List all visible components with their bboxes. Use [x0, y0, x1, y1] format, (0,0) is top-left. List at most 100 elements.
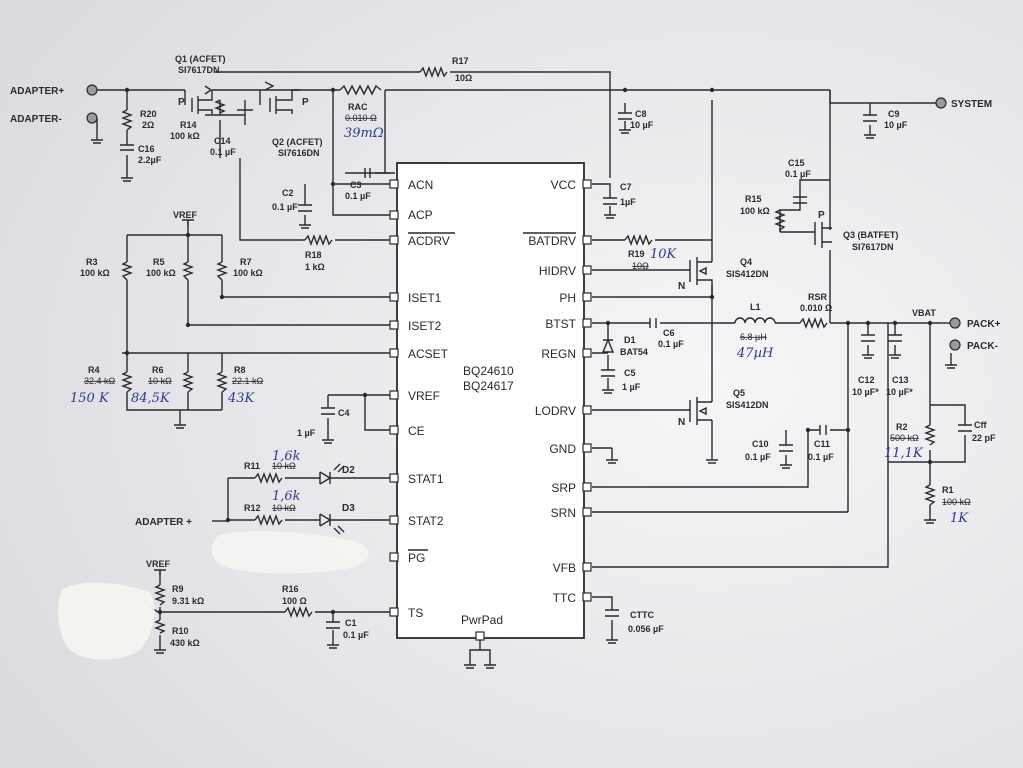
r12-old-value: 10 kΩ [272, 503, 296, 513]
pin-acdrv: ACDRV [408, 234, 450, 248]
c7-value: 1µF [620, 197, 636, 207]
label-adapter-minus: ADAPTER- [10, 114, 62, 125]
r1-name: R1 [942, 485, 954, 495]
pin-acn: ACN [408, 178, 433, 192]
pin-ce: CE [408, 424, 425, 438]
c10-value: 0.1 µF [745, 452, 771, 462]
c1-value: 0.1 µF [343, 630, 369, 640]
pin-iset2: ISET2 [408, 319, 442, 333]
c14-name: C14 [214, 136, 231, 146]
chip-name-1: BQ24610 [463, 364, 514, 378]
pin-vfb: VFB [553, 561, 576, 575]
q1-part: SI7617DN [178, 65, 220, 75]
r8-name: R8 [234, 365, 246, 375]
r2-name: R2 [896, 422, 908, 432]
q3-part: SI7617DN [852, 242, 894, 252]
c13-name: C13 [892, 375, 909, 385]
label-pack-plus: PACK+ [967, 319, 1001, 330]
cttc-value: 0.056 µF [628, 624, 664, 634]
r14-name: R14 [180, 120, 197, 130]
label-adapter-plus-2: ADAPTER + [135, 517, 192, 528]
d3-name: D3 [342, 503, 355, 514]
pin-regn: REGN [541, 347, 576, 361]
rsr-value: 0.010 Ω [800, 303, 832, 313]
r1-old-value: 100 kΩ [942, 497, 971, 507]
c10-name: C10 [752, 439, 769, 449]
d2-name: D2 [342, 465, 355, 476]
label-pack-minus: PACK- [967, 341, 998, 352]
r19-old-value: 10Ω [632, 261, 649, 271]
r3-value: 100 kΩ [80, 268, 110, 278]
label-vbat: VBAT [912, 308, 936, 318]
q4-name: Q4 [740, 257, 752, 267]
resistor-symbols [121, 66, 936, 634]
q2-part: SI7616DN [278, 148, 320, 158]
c12-name: C12 [858, 375, 875, 385]
terminal-pack-minus [949, 339, 961, 351]
right-pin-boxes [582, 179, 592, 602]
rac-hand-value: 39mΩ [344, 126, 384, 141]
junction-dots [124, 87, 933, 615]
c14-value: 0.1 µF [210, 147, 236, 157]
capacitor-symbols [120, 109, 972, 629]
r4-old-value: 32.4 kΩ [84, 376, 116, 386]
rac-name: RAC [348, 102, 368, 112]
r8-old-value: 22.1 kΩ [232, 376, 264, 386]
c16-value: 2.2µF [138, 155, 162, 165]
r20-name: R20 [140, 109, 157, 119]
r11-hand-value: 1,6k [272, 449, 301, 464]
pin-vcc: VCC [551, 178, 577, 192]
mosfet-q5 [689, 385, 713, 425]
pin-ph: PH [559, 291, 576, 305]
r11-name: R11 [244, 461, 260, 471]
label-vref-1: VREF [173, 210, 198, 220]
l1-name: L1 [750, 302, 761, 312]
c2-name: C2 [282, 188, 294, 198]
mosfet-q1 [184, 85, 230, 114]
correction-tape-patch-2 [58, 582, 155, 660]
pin-ttc: TTC [553, 591, 577, 605]
r20-value: 2Ω [142, 120, 154, 130]
left-pin-boxes [389, 179, 399, 617]
pin-srp: SRP [551, 481, 576, 495]
chip-name-2: BQ24617 [463, 379, 514, 393]
r17-name: R17 [452, 56, 469, 66]
r5-value: 100 kΩ [146, 268, 176, 278]
c2-value: 0.1 µF [272, 202, 298, 212]
r4-name: R4 [88, 365, 100, 375]
l1-hand-value: 47µH [736, 346, 774, 361]
rac-old-value: 0.010 Ω [345, 113, 377, 123]
q2-type: P [302, 97, 309, 108]
pin-pg: PG [408, 551, 425, 565]
r9-name: R9 [172, 584, 184, 594]
pin-hidrv: HIDRV [539, 264, 576, 278]
r6-name: R6 [152, 365, 164, 375]
terminal-pack-plus [949, 317, 961, 329]
pin-acp: ACP [408, 208, 433, 222]
q5-type: N [678, 417, 685, 428]
correction-tape-patch-1 [211, 531, 369, 574]
c1-name: C1 [345, 618, 357, 628]
inductor-l1 [734, 317, 776, 324]
q4-part: SIS412DN [726, 269, 769, 279]
rsr-name: RSR [808, 292, 828, 302]
pin-iset1: ISET1 [408, 291, 442, 305]
d1-name: D1 [624, 335, 636, 345]
r11-old-value: 10 kΩ [272, 461, 296, 471]
pin-btst: BTST [545, 317, 576, 331]
pin-gnd: GND [549, 442, 576, 456]
c15-value: 0.1 µF [785, 169, 811, 179]
r2-hand-value: 11,1K [884, 446, 924, 461]
label-vref-2: VREF [146, 559, 171, 569]
c4-value: 1 µF [297, 428, 316, 438]
vref-tap-1 [182, 219, 194, 225]
mosfet-q3 [814, 222, 832, 248]
r15-name: R15 [745, 194, 762, 204]
q3-name: Q3 (BATFET) [843, 230, 898, 240]
q5-part: SIS412DN [726, 400, 769, 410]
c3-value: 0.1 µF [345, 191, 371, 201]
c6-value: 0.1 µF [658, 339, 684, 349]
c5-name: C5 [624, 368, 636, 378]
